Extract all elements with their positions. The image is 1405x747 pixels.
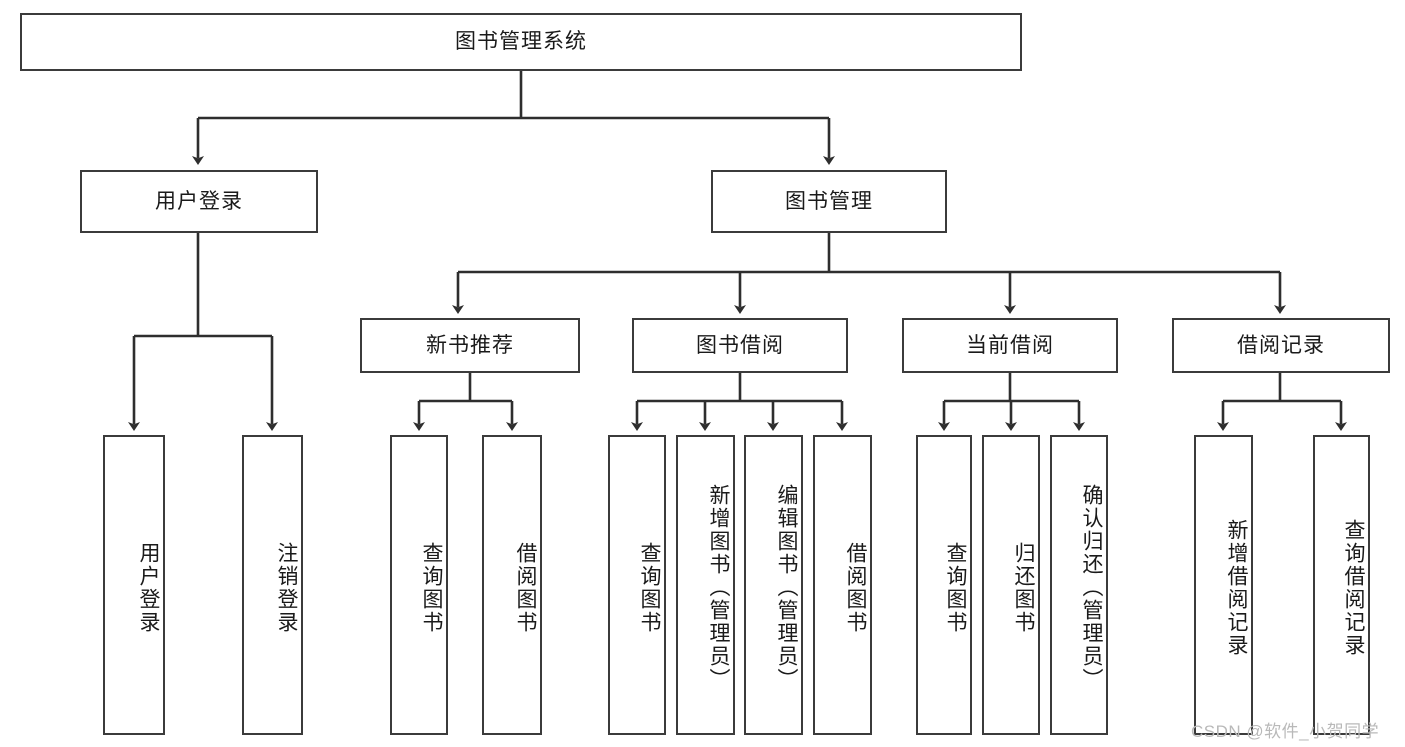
leaf-add-book-admin-label: 新增图书（管理员） bbox=[707, 483, 730, 691]
leaf-query-book-3[interactable]: 查询图书 bbox=[916, 435, 972, 735]
leaf-confirm-return-admin-label: 确认归还（管理员） bbox=[1080, 483, 1103, 691]
leaf-query-borrow-record[interactable]: 查询借阅记录 bbox=[1313, 435, 1370, 735]
leaf-borrow-book-1-label: 借阅图书 bbox=[514, 542, 537, 634]
node-borrow-record[interactable]: 借阅记录 bbox=[1172, 318, 1390, 373]
node-user-login[interactable]: 用户登录 bbox=[80, 170, 318, 233]
leaf-confirm-return-admin[interactable]: 确认归还（管理员） bbox=[1050, 435, 1108, 735]
leaf-query-book-1[interactable]: 查询图书 bbox=[390, 435, 448, 735]
leaf-add-borrow-record-label: 新增借阅记录 bbox=[1225, 519, 1248, 657]
leaf-query-book-3-label: 查询图书 bbox=[944, 542, 967, 634]
node-current-borrow-label: 当前借阅 bbox=[966, 333, 1054, 357]
node-book-management-label: 图书管理 bbox=[785, 189, 873, 213]
leaf-query-book-1-label: 查询图书 bbox=[420, 542, 443, 634]
leaf-add-book-admin[interactable]: 新增图书（管理员） bbox=[676, 435, 735, 735]
node-book-borrow[interactable]: 图书借阅 bbox=[632, 318, 848, 373]
node-root[interactable]: 图书管理系统 bbox=[20, 13, 1022, 71]
node-user-login-label: 用户登录 bbox=[155, 189, 243, 213]
leaf-logout[interactable]: 注销登录 bbox=[242, 435, 303, 735]
leaf-user-login-label: 用户登录 bbox=[137, 542, 160, 634]
csdn-watermark: CSDN @软件_小贺同学 bbox=[1191, 722, 1380, 741]
node-book-borrow-label: 图书借阅 bbox=[696, 333, 784, 357]
node-root-label: 图书管理系统 bbox=[455, 30, 587, 54]
node-current-borrow[interactable]: 当前借阅 bbox=[902, 318, 1118, 373]
leaf-logout-label: 注销登录 bbox=[275, 542, 298, 634]
leaf-query-borrow-record-label: 查询借阅记录 bbox=[1342, 519, 1365, 657]
leaf-add-borrow-record[interactable]: 新增借阅记录 bbox=[1194, 435, 1253, 735]
leaf-borrow-book-2[interactable]: 借阅图书 bbox=[813, 435, 872, 735]
leaf-edit-book-admin-label: 编辑图书（管理员） bbox=[775, 483, 798, 691]
leaf-edit-book-admin[interactable]: 编辑图书（管理员） bbox=[744, 435, 803, 735]
leaf-query-book-2[interactable]: 查询图书 bbox=[608, 435, 666, 735]
node-new-book-recommend-label: 新书推荐 bbox=[426, 333, 514, 357]
leaf-borrow-book-1[interactable]: 借阅图书 bbox=[482, 435, 542, 735]
leaf-return-book-label: 归还图书 bbox=[1012, 542, 1035, 634]
node-new-book-recommend[interactable]: 新书推荐 bbox=[360, 318, 580, 373]
node-book-management[interactable]: 图书管理 bbox=[711, 170, 947, 233]
node-borrow-record-label: 借阅记录 bbox=[1237, 333, 1325, 357]
leaf-query-book-2-label: 查询图书 bbox=[638, 542, 661, 634]
leaf-user-login[interactable]: 用户登录 bbox=[103, 435, 165, 735]
leaf-borrow-book-2-label: 借阅图书 bbox=[844, 542, 867, 634]
leaf-return-book[interactable]: 归还图书 bbox=[982, 435, 1040, 735]
